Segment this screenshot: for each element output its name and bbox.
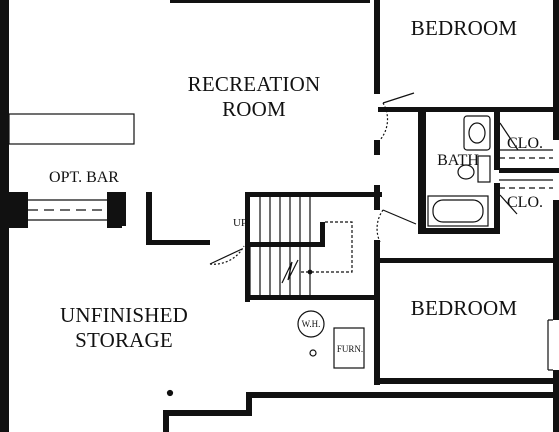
recreation-room-label-2: ROOM xyxy=(222,97,286,121)
storage-label-1: UNFINISHED xyxy=(60,303,188,327)
stair-up-label: UP xyxy=(233,217,247,229)
mechanical xyxy=(166,310,365,397)
bedroom-top-label: BEDROOM xyxy=(411,16,518,40)
opt-bar-counter xyxy=(8,113,135,221)
staircase xyxy=(249,197,353,295)
storage-label-2: STORAGE xyxy=(75,328,173,352)
bath-label: BATH xyxy=(437,152,479,169)
door-swings xyxy=(209,92,553,371)
water-heater-symbol xyxy=(297,310,325,338)
opt-bar-label: OPT. BAR xyxy=(49,169,119,186)
recreation-room-label-1: RECREATION xyxy=(188,72,321,96)
closet-top-label: CLO. xyxy=(507,135,543,152)
furnace-label: FURN. xyxy=(337,344,363,354)
bedroom-bottom-label: BEDROOM xyxy=(411,296,518,320)
closet-bottom-label: CLO. xyxy=(507,194,543,211)
labels: RECREATION ROOM BEDROOM BEDROOM OPT. BAR… xyxy=(49,16,543,354)
water-heater-label: W.H. xyxy=(302,319,321,329)
furnace-symbol xyxy=(333,327,365,369)
bath-fixtures xyxy=(427,115,553,227)
